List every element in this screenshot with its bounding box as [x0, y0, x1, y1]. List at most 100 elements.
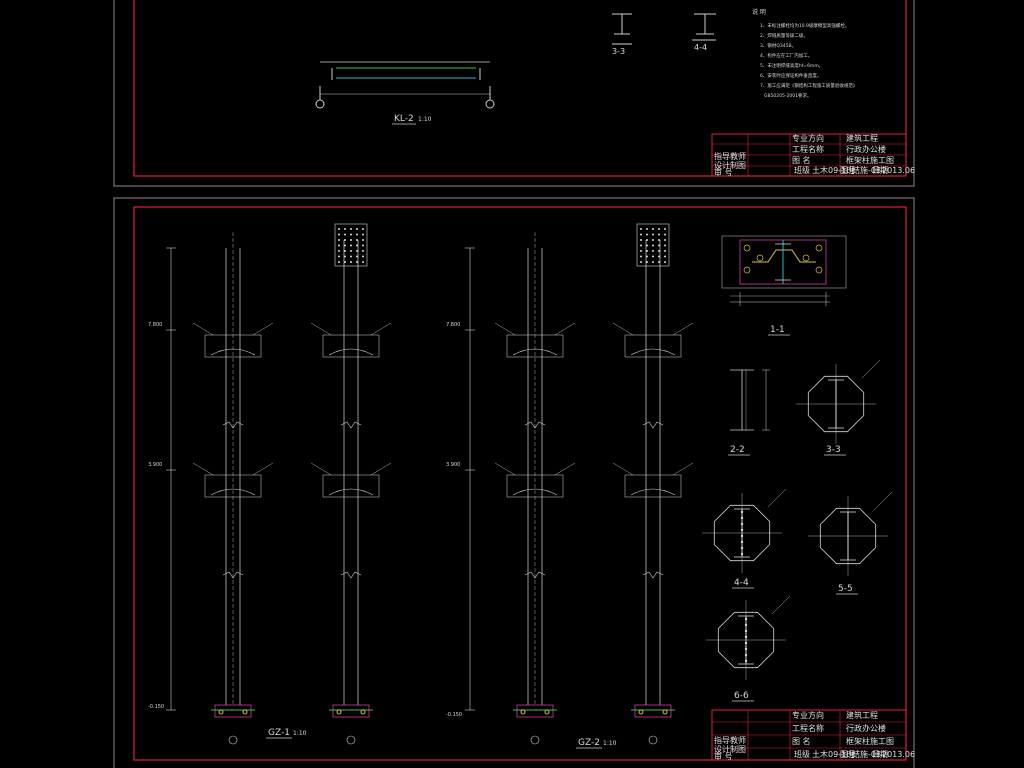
tb-top-f5: 2013.06	[882, 166, 915, 175]
bolt	[740, 510, 744, 514]
splice-plate	[636, 223, 670, 267]
leader	[612, 322, 634, 336]
top-section-4-label: 4-4	[694, 43, 707, 52]
bolt-hole	[362, 255, 364, 258]
bolt-hole	[652, 250, 654, 252]
tb-bot-left-0: 指导教师	[714, 735, 746, 745]
bolt-hole	[652, 233, 654, 236]
break-mark	[340, 571, 362, 579]
notes-heading: 说 明	[752, 8, 766, 16]
section-6-6-label: 6-6	[734, 691, 749, 701]
bolt-hole	[344, 239, 346, 241]
bolt-hole	[652, 261, 654, 263]
note-line: 4、构件应在工厂内加工。	[760, 52, 812, 59]
bolt-hole	[652, 255, 654, 258]
bolt-hole	[362, 239, 364, 241]
bolt	[744, 635, 748, 639]
leader	[861, 359, 881, 379]
anchor-bolt	[815, 244, 823, 252]
tb-bot-f0: 班级	[794, 749, 810, 759]
section-4-4	[702, 488, 787, 573]
bolt	[744, 617, 748, 621]
tb-top-r2-value: 框架柱施工图	[846, 155, 894, 165]
tb-bot-f4: 日期	[872, 750, 888, 759]
leader	[612, 462, 634, 476]
leader	[310, 322, 332, 336]
break-mark	[222, 571, 244, 579]
bolt-hole	[646, 233, 648, 236]
note-line: 2、焊缝质量等级二级。	[760, 32, 808, 39]
anchor-bolt	[544, 709, 550, 715]
bolt-hole	[344, 255, 346, 258]
bolt-hole	[338, 261, 340, 263]
bolt-hole	[344, 244, 346, 247]
tb-bot-f3: 结施-08	[852, 749, 881, 759]
beam-connection	[624, 474, 682, 498]
leader	[554, 462, 576, 476]
section-2-2	[730, 369, 770, 431]
anchor-bolt	[520, 709, 526, 715]
bolt-hole	[640, 250, 642, 252]
leader	[672, 462, 694, 476]
break-mark	[340, 421, 362, 429]
leader	[370, 462, 392, 476]
bolt-hole	[646, 261, 648, 263]
bolt-hole	[338, 255, 340, 258]
title-block-top	[711, 133, 907, 177]
haunch-curve	[630, 348, 676, 356]
beam-connection	[204, 474, 262, 498]
anchor-bolt	[360, 709, 366, 715]
bolt	[740, 522, 744, 526]
base-plate	[634, 704, 672, 718]
column-scale-gz1: 1:10	[293, 730, 307, 737]
beam-label: KL-2	[394, 114, 414, 124]
base-plate	[332, 704, 370, 718]
bolt	[744, 659, 748, 663]
break-mark	[222, 421, 244, 429]
bolt-hole	[362, 244, 364, 247]
column-elevation	[494, 232, 576, 745]
leader	[192, 322, 214, 336]
bolt	[740, 534, 744, 538]
haunch-curve	[630, 488, 676, 496]
octagon-plate	[713, 504, 771, 562]
haunch-curve	[512, 348, 558, 356]
beam-connection	[506, 334, 564, 358]
elev-gz2-b: 3.900	[446, 462, 460, 468]
elev-gz2-c: -0.150	[446, 712, 462, 718]
bolt-hole	[344, 250, 346, 252]
bolt-hole	[350, 233, 352, 236]
bolt-hole	[362, 261, 364, 263]
bolt-hole	[362, 233, 364, 236]
leader	[310, 462, 332, 476]
tb-bot-f2: 图号	[840, 750, 856, 759]
bolt-hole	[356, 244, 358, 247]
bolt-hole	[640, 233, 642, 236]
tb-bot-r0-value: 建筑工程	[846, 710, 878, 720]
bottom-sheet: 7.800 3.900 -0.150 7.800 3.900 -0.150 GZ…	[113, 197, 915, 768]
notes-list: 1、未标注螺栓均为10.9级摩擦型高强螺栓。 2、焊缝质量等级二级。 3、钢材Q…	[760, 22, 857, 99]
bolt-hole	[350, 228, 352, 230]
bolt-hole	[350, 261, 352, 263]
leader	[767, 488, 787, 508]
leader	[370, 322, 392, 336]
section-1-1-bolts	[743, 244, 823, 274]
section-5-5-label: 5-5	[838, 584, 853, 594]
tb-bot-r2-value: 框架柱施工图	[846, 736, 894, 746]
anchor-bolt	[336, 709, 342, 715]
break-mark	[642, 421, 664, 429]
axis-bubble	[530, 735, 540, 745]
top-section-3	[612, 13, 632, 45]
bolt-hole	[664, 250, 666, 252]
tb-top-left-0: 指导教师	[714, 151, 746, 161]
bolt	[740, 528, 744, 532]
section-6-6	[706, 595, 791, 680]
note-line: 3、钢材Q345B。	[760, 42, 796, 49]
section-3-3-label: 3-3	[826, 445, 841, 455]
section-4-4-label: 4-4	[734, 578, 749, 588]
leader	[494, 462, 516, 476]
leader	[672, 322, 694, 336]
column-elevations	[192, 223, 694, 745]
tb-bot-r0-label: 专业方向	[792, 710, 824, 720]
bolt-hole	[646, 228, 648, 230]
